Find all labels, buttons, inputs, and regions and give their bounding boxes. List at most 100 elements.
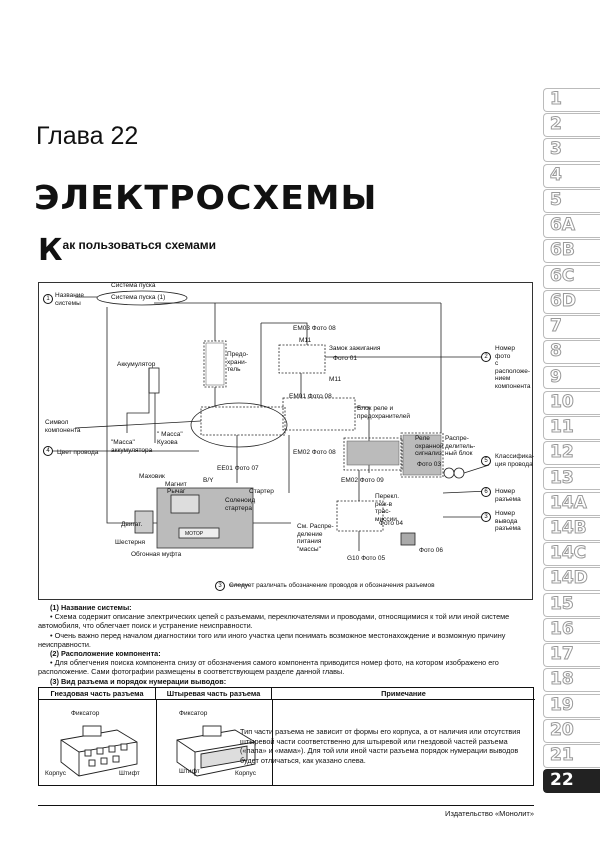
chapter-tab-15[interactable]: 15 (543, 592, 600, 617)
label-em01: EM01 Фото 08 (289, 393, 332, 400)
chapter-tab-8[interactable]: 8 (543, 340, 600, 365)
chapter-tab-7[interactable]: 7 (543, 315, 600, 339)
male-pin-label: Штифт (179, 768, 200, 775)
label-em03: EM03 Фото 08 (293, 325, 336, 332)
chapter-tab-14c[interactable]: 14C (543, 542, 600, 567)
callout-4: 4 (43, 446, 53, 456)
chapter-tab-2[interactable]: 2 (543, 113, 600, 138)
section-heading-initial: К (38, 233, 63, 268)
footer-divider (38, 805, 534, 806)
chapter-tab-17[interactable]: 17 (543, 643, 600, 668)
wiring-diagram-lines (43, 290, 490, 586)
chapter-tab-12[interactable]: 12 (543, 441, 600, 466)
chapter-tab-4[interactable]: 4 (543, 163, 600, 188)
label-lever: Рычаг (167, 488, 186, 495)
label-mass-body: " Масса" Кузова (157, 431, 183, 446)
label-photo03: Фото 03 (417, 461, 441, 468)
label-relay-block: Блок реле и предохранителей (357, 405, 410, 420)
callout-6: 6 (481, 487, 491, 497)
label-flywheel: Маховик (139, 473, 165, 480)
label-wire-by: B/Y (203, 477, 214, 484)
chapter-tab-16[interactable]: 16 (543, 617, 600, 642)
label-symbol: Символ компонента (45, 419, 81, 434)
chapter-tab-14d[interactable]: 14D (543, 567, 600, 592)
label-wire-class: Классифика- ция провода (495, 453, 535, 468)
label-starter: Стартер (249, 488, 274, 495)
heading-2: (2) Расположение компонента: (50, 649, 161, 659)
paragraph-1: • Схема содержит описание электрических … (38, 612, 510, 631)
label-fuse: Предо- храни- тель (227, 351, 249, 373)
label-em02: EM02 Фото 08 (293, 449, 336, 456)
chapter-tab-14a[interactable]: 14A (543, 491, 600, 516)
section-heading-text: ак пользоваться схемами (62, 238, 217, 252)
chapter-tab-19[interactable]: 19 (543, 693, 600, 718)
chapter-tab-3[interactable]: 3 (543, 138, 600, 163)
chapter-tab-1[interactable]: 1 (543, 88, 600, 112)
label-gear: Шестерня (115, 539, 146, 546)
label-engine: Двигат. (121, 521, 143, 528)
label-em02b: EM02 Фото 09 (341, 477, 384, 484)
male-latch-label: Фиксатор (179, 710, 208, 717)
heading-3: (3) Вид разъема и порядок нумерации выво… (50, 676, 227, 686)
heading-1: (1) Название системы: (50, 603, 132, 612)
chapter-tab-6b[interactable]: 6B (543, 239, 600, 264)
section-heading: Как пользоваться схемами (38, 236, 216, 266)
chapter-tab-13[interactable]: 13 (543, 466, 600, 491)
label-ignition: Замок зажигания (329, 345, 381, 352)
callout-3: 3 (215, 581, 225, 591)
label-start-system-box: Система пуска (1) (111, 294, 166, 301)
table-header-female: Гнездовая часть разъема (39, 688, 156, 700)
callout-5: 5 (481, 456, 491, 466)
chapter-tab-6c[interactable]: 6C (543, 264, 600, 289)
label-motor: МОТОР (185, 531, 204, 537)
chapter-title: Глава 22 (36, 122, 139, 150)
label-photo01: Фото 01 (333, 355, 357, 362)
table-divider (156, 700, 157, 785)
label-g10: G10 Фото 05 (347, 555, 386, 562)
connector-table: Гнездовая часть разъема Штыревая часть р… (38, 687, 535, 786)
label-m11a: M11 (299, 337, 312, 344)
chapter-tab-20[interactable]: 20 (543, 718, 600, 743)
label-wire-color: Цвет провода (57, 449, 99, 456)
chapter-tab-6a[interactable]: 6A (543, 214, 600, 239)
female-pin-label: Штифт (119, 770, 140, 777)
connector-note: Тип части разъема не зависит от формы ег… (240, 727, 521, 765)
callout-1: 1 (43, 294, 53, 304)
callout-2: 2 (481, 352, 491, 362)
paragraph-2: • Очень важно перед началом диагностики … (38, 630, 506, 649)
label-solenoid: Соленоид стартера (225, 497, 256, 512)
page-title: ЭЛЕКТРОСХЕМЫ (34, 178, 378, 217)
label-conn-number: Номер разъема (495, 488, 521, 503)
label-note-3: Следует различать обозначение проводов и… (229, 582, 435, 589)
label-see-power: См. Распре- деление питания "массы" (297, 523, 334, 553)
explanations: (1) Название системы: • Схема содержит о… (38, 603, 534, 686)
label-system-name: Название системы (55, 292, 85, 307)
table-divider (272, 700, 273, 785)
label-photo04: Фото 04 (379, 520, 403, 527)
chapter-tab-10[interactable]: 10 (543, 390, 600, 415)
chapter-tab-14b[interactable]: 14B (543, 516, 600, 541)
callout-3b: 3 (481, 512, 491, 522)
wiring-diagram: 1 2 3 4 5 6 3 Название системы Система п… (38, 282, 535, 600)
table-header-male: Штыревая часть разъема (156, 688, 272, 700)
label-distributor: Распре- делитель- ный блок (445, 435, 476, 457)
label-start-system: Система пуска (111, 282, 156, 289)
chapter-tab-21[interactable]: 21 (543, 744, 600, 768)
label-pin-number: Номер вывода разъема (495, 510, 521, 532)
paragraph-3: • Для облегчения поиска компонента снизу… (38, 658, 499, 677)
chapter-tab-9[interactable]: 9 (543, 365, 600, 390)
chapter-tab-5[interactable]: 5 (543, 188, 600, 213)
label-m11b: M11 (329, 376, 342, 383)
chapter-tab-18[interactable]: 18 (543, 668, 600, 693)
label-relay-alarm: Реле охранной сигнализ. (415, 435, 444, 457)
male-body-label: Корпус (235, 770, 256, 777)
chapter-tab-22[interactable]: 22 (543, 769, 600, 794)
female-latch-label: Фиксатор (71, 710, 100, 717)
label-mass-battery: "Масса" аккумулятора (111, 439, 153, 454)
chapter-tab-11[interactable]: 11 (543, 416, 600, 440)
chapter-tab-6d[interactable]: 6D (543, 289, 600, 314)
label-magnet: Магнит (165, 481, 187, 488)
connector-illustrations (60, 725, 256, 777)
label-clutch: Обгонная муфта (131, 551, 182, 558)
